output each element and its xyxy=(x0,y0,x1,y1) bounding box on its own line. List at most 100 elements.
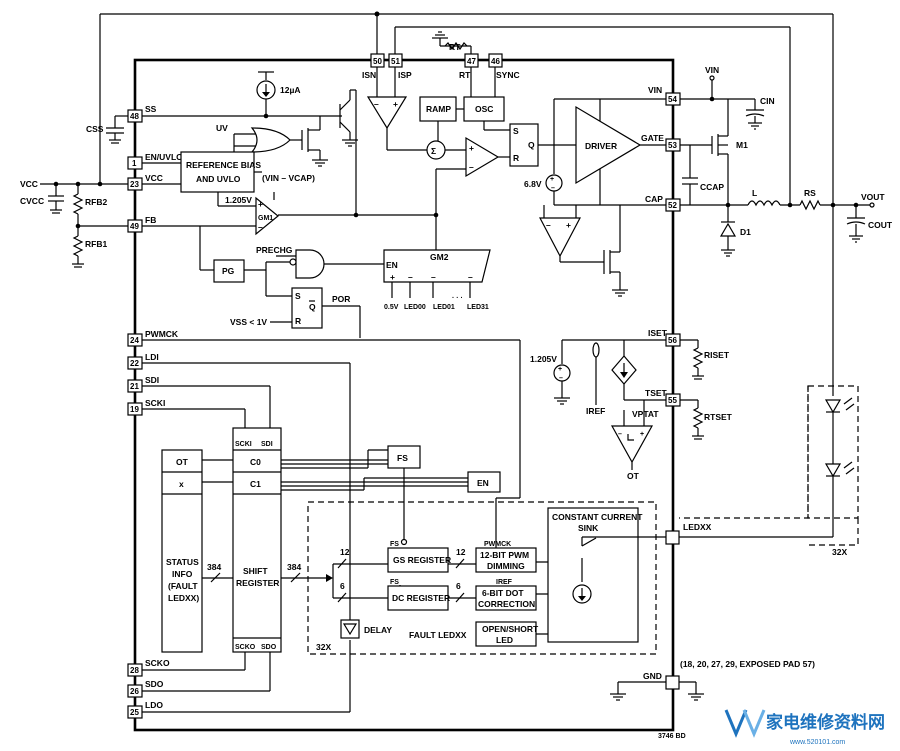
ramp-block: RAMP xyxy=(419,96,457,122)
svg-text:ISP: ISP xyxy=(398,70,412,80)
svg-text:+: + xyxy=(258,199,263,209)
svg-text:SHIFT: SHIFT xyxy=(243,566,268,576)
svg-text:LED00: LED00 xyxy=(404,304,426,311)
svg-text:–: – xyxy=(618,431,622,438)
pin-cap: 52 CAP xyxy=(645,194,681,212)
svg-text:50: 50 xyxy=(373,57,382,66)
svg-text:POR: POR xyxy=(332,294,350,304)
svg-text:1.205V: 1.205V xyxy=(530,354,557,364)
pin-pwmck: 24 PWMCK xyxy=(127,329,179,347)
svg-text:(FAULT: (FAULT xyxy=(168,581,198,591)
svg-text:–: – xyxy=(559,375,563,382)
dc-register-block: DC REGISTER FS xyxy=(387,579,450,611)
gm1-amplifier: + – GM1 xyxy=(142,192,439,271)
svg-text:CAP: CAP xyxy=(645,194,663,204)
svg-text:IREF: IREF xyxy=(496,579,513,586)
svg-text:DELAY: DELAY xyxy=(364,625,392,635)
svg-text:RAMP: RAMP xyxy=(426,104,451,114)
svg-text:GATE: GATE xyxy=(641,133,664,143)
pin-rt: 47 RT xyxy=(459,53,479,80)
svg-text:RTSET: RTSET xyxy=(704,412,733,422)
open-short-block: OPEN/SHORT LED xyxy=(475,621,539,647)
pin-ldo: 25 LDO xyxy=(127,700,163,719)
svg-text:LED: LED xyxy=(496,635,513,645)
svg-text:26: 26 xyxy=(130,687,139,696)
pin-isn: 50 ISN xyxy=(362,53,385,80)
svg-text:SCKO: SCKO xyxy=(235,644,256,651)
svg-text:–: – xyxy=(468,272,473,282)
svg-text:22: 22 xyxy=(130,359,139,368)
svg-text:· · ·: · · · xyxy=(452,295,463,302)
svg-text:12µA: 12µA xyxy=(280,85,301,95)
svg-text:1: 1 xyxy=(132,159,137,168)
sr-latch-osc: S R Q xyxy=(509,123,576,167)
svg-text:CONSTANT CURRENT: CONSTANT CURRENT xyxy=(552,512,643,522)
svg-text:SDO: SDO xyxy=(261,644,277,651)
svg-text:21: 21 xyxy=(130,382,139,391)
svg-text:53: 53 xyxy=(668,141,677,150)
status-info-block: OT x STATUS INFO (FAULT LEDXX) xyxy=(161,449,233,653)
pin-fb: 49 FB xyxy=(127,215,156,233)
svg-text:REFERENCE BIAS: REFERENCE BIAS xyxy=(186,160,261,170)
svg-text:C1: C1 xyxy=(250,479,261,489)
svg-text:+: + xyxy=(550,176,554,183)
svg-text:SCKI: SCKI xyxy=(145,398,165,408)
svg-text:LED01: LED01 xyxy=(433,304,455,311)
svg-text:Q: Q xyxy=(528,140,535,150)
svg-text:52: 52 xyxy=(668,201,677,210)
svg-text:–: – xyxy=(408,272,413,282)
svg-text:SYNC: SYNC xyxy=(496,70,520,80)
svg-text:–: – xyxy=(546,220,551,230)
svg-text:PWMCK: PWMCK xyxy=(484,541,511,548)
svg-text:6.8V: 6.8V xyxy=(524,179,542,189)
power-stage xyxy=(680,75,875,257)
svg-text:RT: RT xyxy=(449,42,461,52)
svg-text:RFB1: RFB1 xyxy=(85,239,107,249)
svg-text:–: – xyxy=(431,272,436,282)
svg-text:SDI: SDI xyxy=(261,441,273,448)
svg-text:S: S xyxy=(513,126,519,136)
shift-register-block: SCKI SDI C0 C1 SHIFT REGISTER SCKO SDO xyxy=(232,427,468,653)
svg-text:LDO: LDO xyxy=(145,700,163,710)
svg-text:+: + xyxy=(393,99,398,109)
svg-text:VCC: VCC xyxy=(145,173,163,183)
fs-block: FS xyxy=(387,445,421,546)
svg-text:DRIVER: DRIVER xyxy=(585,141,617,151)
svg-text:46: 46 xyxy=(491,57,500,66)
svg-text:Q: Q xyxy=(309,302,316,312)
svg-text:UV: UV xyxy=(216,123,228,133)
ss-current-source xyxy=(142,71,358,215)
pin-isp: 51 ISP xyxy=(388,53,412,80)
svg-text:FB: FB xyxy=(145,215,156,225)
svg-text:COUT: COUT xyxy=(868,220,893,230)
svg-text:24: 24 xyxy=(130,336,139,345)
pin-scki: 19 SCKI xyxy=(127,398,165,416)
svg-text:R: R xyxy=(513,153,519,163)
svg-text:SCKO: SCKO xyxy=(145,658,170,668)
gm2-mux: EN GM2 + – – – xyxy=(383,249,491,298)
svg-text:28: 28 xyxy=(130,666,139,675)
osc-block: OSC xyxy=(437,96,510,141)
svg-text:48: 48 xyxy=(130,112,139,121)
delay-block: DELAY xyxy=(340,619,392,639)
svg-text:PRECHG: PRECHG xyxy=(256,245,293,255)
svg-text:VCC: VCC xyxy=(20,179,38,189)
svg-text:EN: EN xyxy=(386,260,398,270)
pin-en-uvlo: 1 EN/UVLO xyxy=(127,152,183,170)
pin-sdi: 21 SDI xyxy=(127,375,159,393)
svg-text:OT: OT xyxy=(627,471,640,481)
svg-text:PWMCK: PWMCK xyxy=(145,329,179,339)
svg-text:56: 56 xyxy=(668,336,677,345)
pin-sync: 46 SYNC xyxy=(488,53,520,80)
pin-vin: 54 VIN xyxy=(648,85,681,106)
sr-latch-por: S R Q xyxy=(270,287,361,338)
reference-bias-block: REFERENCE BIAS AND UVLO xyxy=(142,151,262,207)
svg-text:CSS: CSS xyxy=(86,124,104,134)
svg-text:VIN: VIN xyxy=(648,85,662,95)
pin-sdo: 26 SDO xyxy=(127,679,164,698)
svg-text:REGISTER: REGISTER xyxy=(236,578,279,588)
top-wiring xyxy=(99,11,834,205)
svg-text:–: – xyxy=(551,185,555,192)
svg-text:S: S xyxy=(295,291,301,301)
pin-iset: 56 ISET xyxy=(648,328,681,347)
